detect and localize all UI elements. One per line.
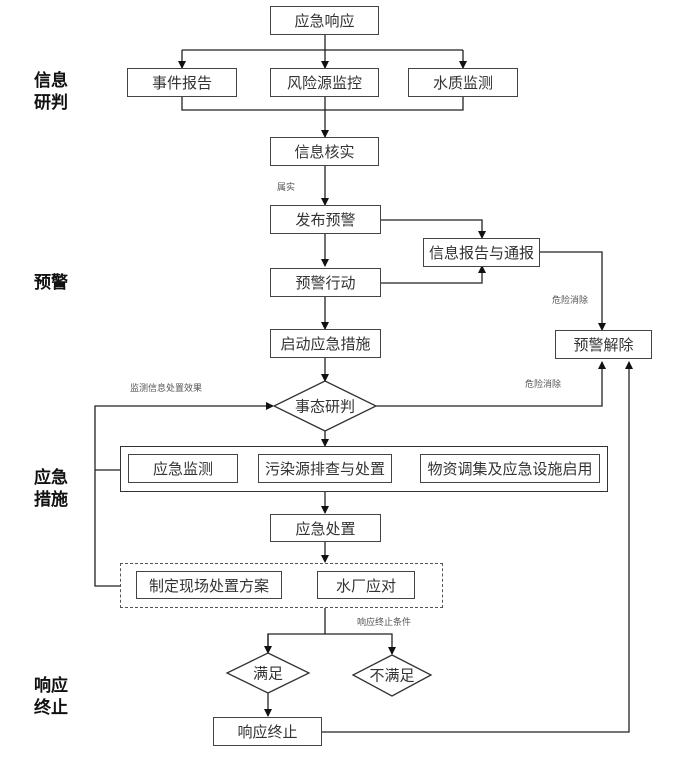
side-label-line: 应急 [34,468,68,488]
node-onsite-plan: 制定现场处置方案 [136,571,282,599]
annotation-danger-cleared: 危险消除 [552,296,589,306]
node-situation-judge: 事态研判 [294,397,356,416]
situation-judge-diamond [272,380,378,432]
edge-merge [181,97,464,137]
side-label-line: 响应 [34,676,68,696]
satisfied-diamond [225,652,311,694]
plan-group [120,563,443,608]
node-water-plant: 水厂应对 [317,571,415,599]
side-label-warning: 预警 [34,272,68,294]
node-not-satisfied: 不满足 [369,666,415,685]
side-label-line: 措施 [34,490,68,510]
edge-action-report [381,265,486,284]
side-label-termination: 响应 终止 [34,675,68,719]
edge-end-lift [322,361,633,733]
node-material-dispatch: 物资调集及应急设施启用 [420,454,600,483]
node-issue-warning: 发布预警 [270,205,381,234]
side-label-line: 终止 [34,698,68,718]
annotation-monitor-feedback: 监测信息处置效果 [130,384,203,394]
node-pollution-source: 污染源排查与处置 [258,454,392,483]
edge-report-lift [540,251,606,331]
annotation-danger-cleared: 危险消除 [525,380,562,390]
node-info-verify: 信息核实 [270,137,379,166]
node-emergency-monitor: 应急监测 [128,454,238,483]
node-emergency-disposal: 应急处置 [270,514,381,542]
node-emergency-response: 应急响应 [270,6,379,35]
edge-to-event-report [182,49,463,68]
annotation-termination-condition: 响应终止条件 [357,618,412,628]
node-risk-monitor: 风险源监控 [270,68,379,97]
side-label-line: 研判 [34,93,68,113]
side-label-line: 预警 [34,273,68,293]
annotation-confirmed: 属实 [277,183,296,193]
node-warning-action: 预警行动 [270,268,381,297]
node-satisfied: 满足 [252,664,284,683]
edge-judge-lift [376,361,606,407]
side-label-info-judgement: 信息 研判 [34,70,68,114]
edge-issue-report [381,219,486,239]
node-info-report: 信息报告与通报 [423,238,540,267]
node-event-report: 事件报告 [127,68,237,97]
node-response-end: 响应终止 [213,717,322,746]
measures-group [120,446,608,492]
node-water-quality: 水质监测 [408,68,518,97]
side-label-measures: 应急 措施 [34,467,68,511]
node-start-measures: 启动应急措施 [270,329,381,358]
edge-feedback-loop [94,402,274,587]
side-label-line: 信息 [34,71,68,91]
not-satisfied-diamond [351,654,433,697]
node-warning-lift: 预警解除 [555,330,652,359]
